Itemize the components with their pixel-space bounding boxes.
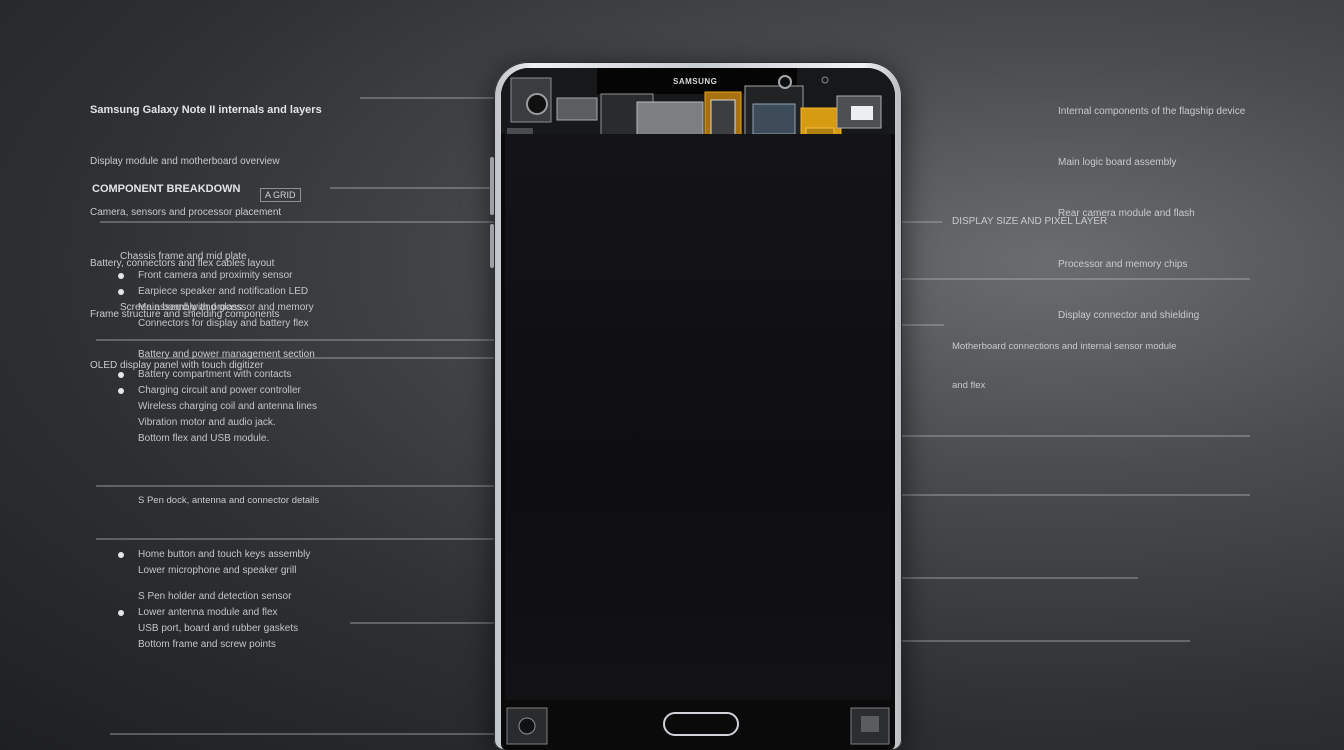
- brand-logo: SAMSUNG: [673, 77, 718, 86]
- volume-key: [490, 157, 494, 215]
- left-label-b: Battery and power management section: [138, 349, 315, 360]
- right-intro-line: Main logic board assembly: [1058, 157, 1177, 168]
- list-item: Connectors for display and battery flex: [138, 318, 309, 329]
- left-intro-line: Samsung Galaxy Note II internals and lay…: [90, 104, 322, 116]
- label-line: Chassis frame and mid plate: [120, 251, 247, 262]
- label-line: and flex: [952, 380, 986, 391]
- list-item: Charging circuit and power controller: [116, 383, 317, 399]
- right-intro-line: Internal components of the flagship devi…: [1058, 106, 1246, 117]
- list-item: Main board with processor and memory: [138, 302, 314, 313]
- left-intro-line: Battery, connectors and flex cables layo…: [90, 258, 275, 269]
- left-label-a: Chassis frame and mid plate Screen assem…: [120, 214, 247, 350]
- list-item: Home button and touch keys assembly: [116, 547, 310, 563]
- phone-body: SAMSUNG: [501, 68, 895, 750]
- left-label-c: S Pen dock, antenna and connector detail…: [138, 495, 320, 506]
- list-item: Bottom frame and screw points: [138, 639, 276, 650]
- display-screen: [505, 134, 891, 700]
- phone-device: SAMSUNG: [490, 62, 902, 750]
- side-key: [490, 224, 494, 268]
- right-intro-line: Rear camera module and flash: [1058, 208, 1195, 219]
- list-item: Battery compartment with contacts: [116, 367, 317, 383]
- list-item: Wireless charging coil and antenna lines: [138, 401, 317, 412]
- grid-tag: A GRID: [260, 188, 301, 202]
- list-item: USB port, board and rubber gaskets: [138, 623, 299, 634]
- list-item: S Pen holder and detection sensor: [138, 591, 292, 602]
- list-item: Vibration motor and audio jack.: [138, 417, 276, 428]
- home-button[interactable]: [663, 712, 739, 736]
- list-item: Earpiece speaker and notification LED: [116, 284, 314, 300]
- right-intro-line: Processor and memory chips: [1058, 259, 1188, 270]
- right-label-mid: Motherboard connections and internal sen…: [952, 314, 1176, 418]
- label-line: Motherboard connections and internal sen…: [952, 341, 1177, 352]
- label-line: Screen assembly and glass: [120, 302, 243, 313]
- list-item: Front camera and proximity sensor: [116, 268, 314, 284]
- left-group-2: Battery compartment with contacts Chargi…: [116, 367, 317, 447]
- right-intro-line: Display connector and shielding: [1058, 310, 1200, 321]
- left-intro-line: Camera, sensors and processor placement: [90, 207, 282, 218]
- left-group-1: Front camera and proximity sensor Earpie…: [116, 268, 314, 332]
- right-label-top: DISPLAY SIZE AND PIXEL LAYER: [952, 216, 1108, 227]
- left-group-4: S Pen holder and detection sensor Lower …: [116, 589, 298, 653]
- list-item: Lower antenna module and flex: [116, 605, 298, 621]
- left-subhead: COMPONENT BREAKDOWN: [92, 183, 241, 195]
- right-intro: Internal components of the flagship devi…: [1058, 69, 1245, 358]
- list-item: Lower microphone and speaker grill: [138, 565, 297, 576]
- left-intro-line: Display module and motherboard overview: [90, 156, 280, 167]
- list-item: Bottom flex and USB module.: [138, 433, 270, 444]
- left-group-3: Home button and touch keys assembly Lowe…: [116, 547, 310, 579]
- left-intro: Samsung Galaxy Note II internals and lay…: [90, 68, 322, 408]
- left-intro-line: Frame structure and shielding components: [90, 309, 280, 320]
- left-intro-line: OLED display panel with touch digitizer: [90, 360, 264, 371]
- bottom-board-illustration: [506, 707, 890, 745]
